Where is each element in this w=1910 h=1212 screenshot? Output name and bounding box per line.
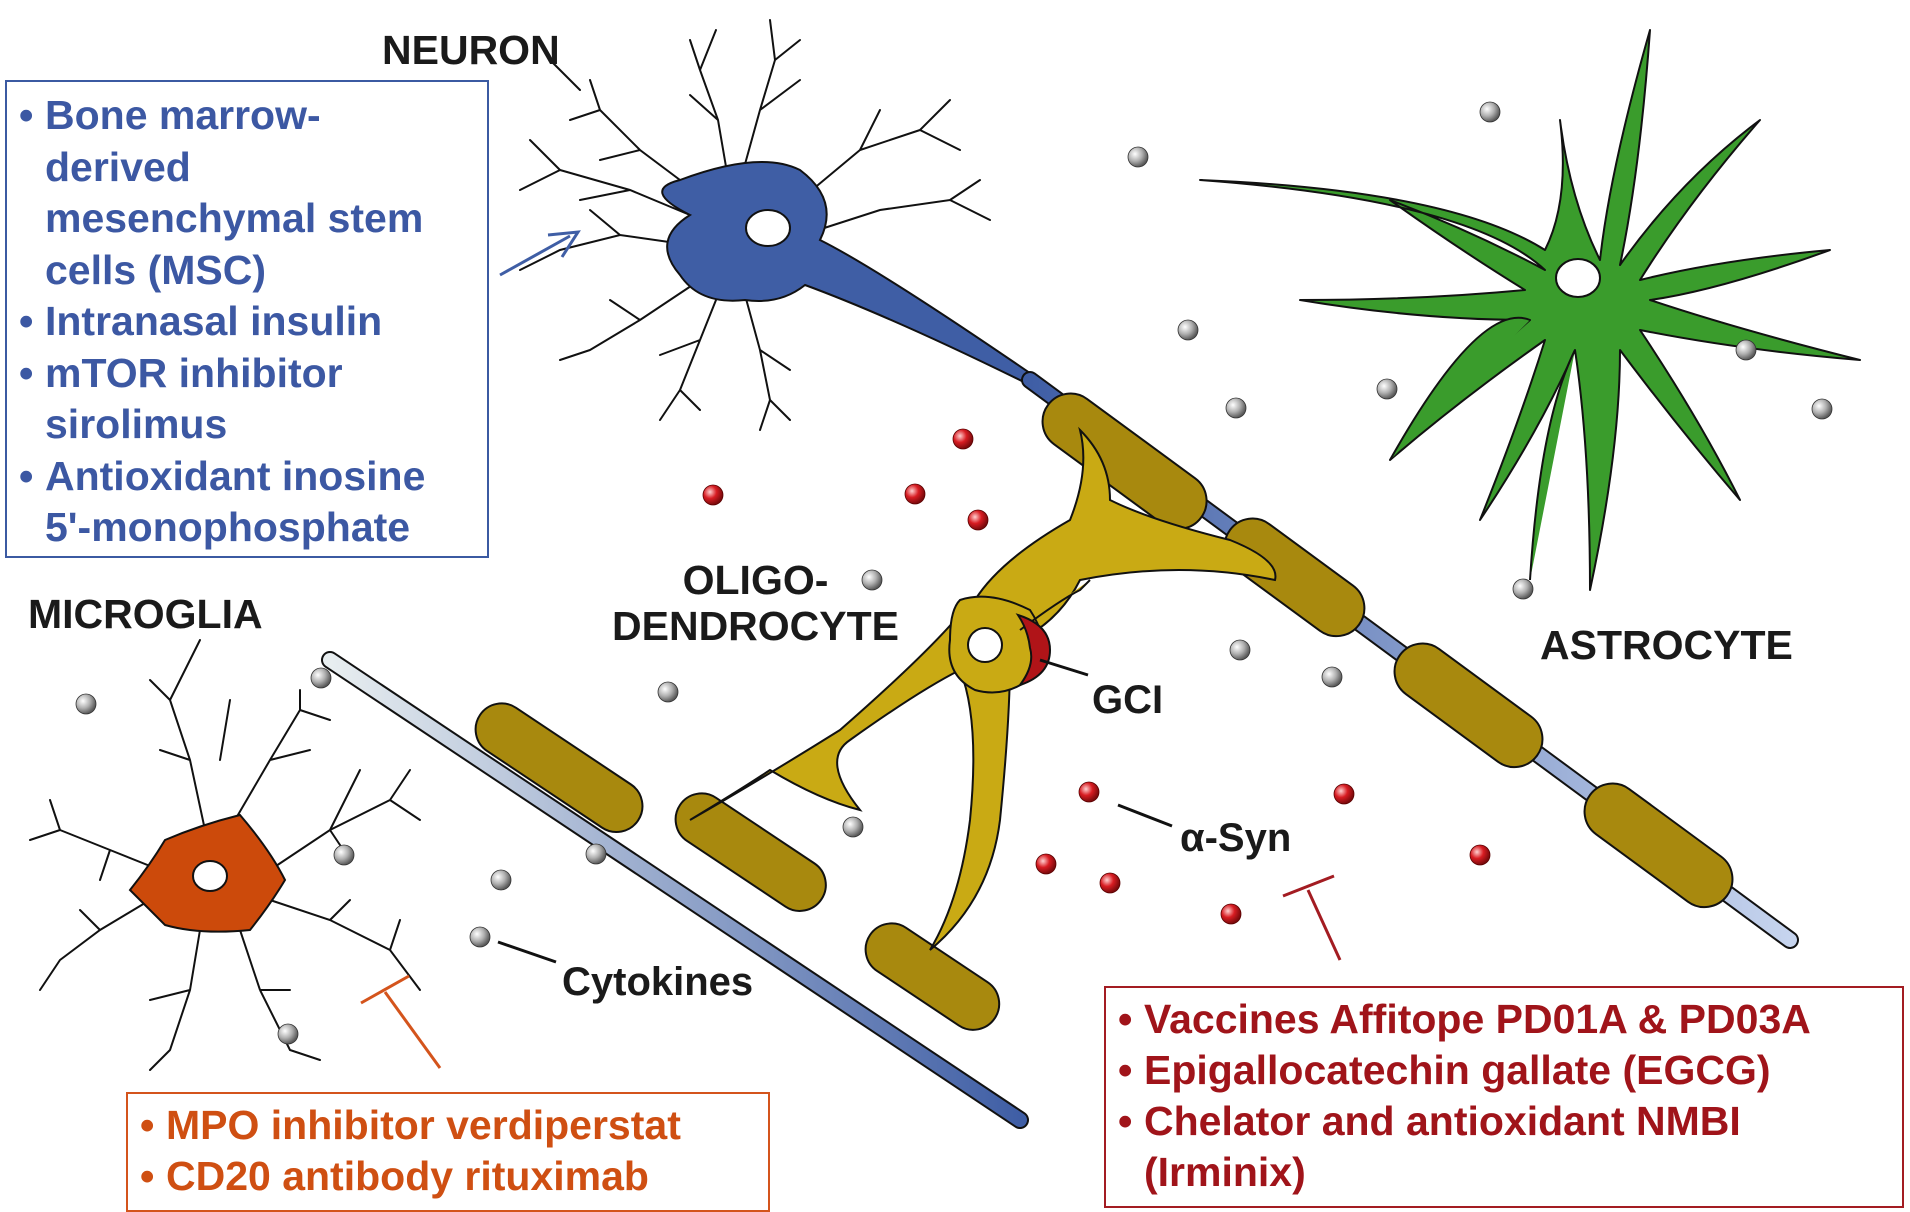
alpha-syn-label: α-Syn bbox=[1180, 816, 1292, 860]
cytokine-particle bbox=[310, 667, 332, 689]
cytokine-particle bbox=[1225, 397, 1247, 419]
neuron-therapy-text: Antioxidant inosine bbox=[45, 452, 426, 499]
neuron-therapy-continuation: derived bbox=[13, 142, 481, 194]
cytokine-particle bbox=[1229, 639, 1251, 661]
myelin-segment bbox=[1223, 517, 1366, 638]
astrocyte-label: ASTROCYTE bbox=[1540, 622, 1793, 668]
neuron-therapy-continuation: 5'-monophosphate bbox=[13, 502, 481, 554]
neuron-therapy-text: derived bbox=[45, 143, 191, 190]
cytokines-pointer-line bbox=[497, 940, 557, 964]
alpha-syn-particle bbox=[1469, 844, 1491, 866]
oligodendrocyte-nucleus bbox=[967, 627, 1003, 663]
neuron-therapy-arrow bbox=[499, 230, 581, 277]
neuron-therapy-text: cells (MSC) bbox=[45, 246, 266, 293]
synuclein-therapy-item: Epigallocatechin gallate (EGCG) bbox=[1112, 1045, 1896, 1096]
cytokine-particle bbox=[657, 681, 679, 703]
alpha-syn-particle bbox=[702, 484, 724, 506]
myelin-segment bbox=[1583, 782, 1734, 909]
oligodendrocyte-label: OLIGO- DENDROCYTE bbox=[612, 557, 899, 649]
axon-lower bbox=[321, 651, 1029, 1129]
cytokine-particle bbox=[75, 693, 97, 715]
alpha-syn-particle bbox=[1099, 872, 1121, 894]
cytokine-particle bbox=[333, 844, 355, 866]
neuron-therapy-text: sirolimus bbox=[45, 401, 228, 447]
neuron-therapy-continuation: cells (MSC) bbox=[13, 245, 481, 297]
cytokine-particle bbox=[1735, 339, 1757, 361]
alpha-syn-particle bbox=[1333, 783, 1355, 805]
myelin-segment bbox=[1393, 642, 1544, 769]
neuron-soma bbox=[661, 161, 1053, 398]
neuron-therapies-box: Bone marrow- derived mesenchymal stem ce… bbox=[5, 80, 489, 558]
synuclein-therapy-item: Chelator and antioxidant NMBI bbox=[1112, 1096, 1896, 1147]
cytokine-particles bbox=[75, 101, 1833, 1045]
neuron-therapy-text: Bone marrow- bbox=[45, 92, 321, 138]
synuclein-therapy-item: Vaccines Affitope PD01A & PD03A bbox=[1112, 994, 1896, 1045]
alpha-syn-particle bbox=[904, 483, 926, 505]
neuron-therapy-text: Intranasal insulin bbox=[45, 298, 383, 344]
neuron-therapy-text: mesenchymal stem bbox=[45, 195, 424, 241]
cytokine-particle bbox=[1321, 666, 1343, 688]
neuron-label: NEURON bbox=[382, 27, 560, 73]
cytokine-particle bbox=[277, 1023, 299, 1045]
oligodendrocyte-label-line2: DENDROCYTE bbox=[612, 603, 900, 649]
synuclein-inhibition-mark bbox=[1282, 874, 1342, 961]
microglia-nucleus bbox=[192, 860, 228, 892]
cytokine-particle bbox=[861, 569, 883, 591]
myelin-segment bbox=[864, 922, 1001, 1031]
neuron-therapy-item: Bone marrow- bbox=[13, 90, 481, 142]
alpha-syn-particle bbox=[1220, 903, 1242, 925]
cytokine-particle bbox=[1512, 578, 1534, 600]
microglia-therapies-box: MPO inhibitor verdiperstat CD20 antibody… bbox=[126, 1092, 770, 1212]
gci-label: GCI bbox=[1092, 678, 1164, 722]
microglia-cell bbox=[29, 639, 421, 1071]
synuclein-therapies-box: Vaccines Affitope PD01A & PD03A Epigallo… bbox=[1104, 986, 1904, 1208]
cytokines-label: Cytokines bbox=[562, 960, 754, 1004]
alpha-syn-particle bbox=[952, 428, 974, 450]
microglia-label: MICROGLIA bbox=[28, 591, 263, 637]
alpha-syn-particle bbox=[1078, 781, 1100, 803]
cytokine-particle bbox=[1811, 398, 1833, 420]
cytokine-particle bbox=[1376, 378, 1398, 400]
neuron-therapy-item: Antioxidant inosine bbox=[13, 451, 481, 503]
cytokine-particle bbox=[1127, 146, 1149, 168]
cytokine-particle bbox=[1177, 319, 1199, 341]
neuron-therapy-continuation: sirolimus bbox=[13, 399, 481, 451]
myelin-segment bbox=[474, 702, 644, 833]
cytokine-particle bbox=[842, 816, 864, 838]
neuron-cell bbox=[519, 19, 1053, 431]
astrocyte-nucleus bbox=[1555, 258, 1601, 298]
astrocyte-cell bbox=[1199, 29, 1861, 591]
myelin-sheaths bbox=[474, 392, 1734, 1031]
gci-inclusion bbox=[1015, 613, 1052, 687]
alpha-syn-particles bbox=[702, 428, 1491, 925]
gci-pointer-line bbox=[1039, 658, 1089, 677]
alpha-syn-pointer-line bbox=[1117, 803, 1173, 828]
neuron-therapy-item: mTOR inhibitor bbox=[13, 348, 481, 400]
neuron-dendrites bbox=[519, 19, 991, 431]
neuron-nucleus bbox=[745, 209, 791, 247]
cytokine-particle bbox=[490, 869, 512, 891]
microglia-therapy-item: MPO inhibitor verdiperstat bbox=[134, 1100, 762, 1151]
alpha-syn-particle bbox=[967, 509, 989, 531]
cytokine-particle bbox=[469, 926, 491, 948]
synuclein-therapy-continuation: (Irminix) bbox=[1144, 1149, 1306, 1195]
cytokine-particle bbox=[585, 843, 607, 865]
neuron-therapy-continuation: mesenchymal stem bbox=[13, 193, 481, 245]
neuron-therapy-item: Intranasal insulin bbox=[13, 296, 481, 348]
oligodendrocyte-label-line1: OLIGO- bbox=[682, 557, 829, 603]
neuron-therapy-text: 5'-monophosphate bbox=[45, 504, 411, 550]
neuron-therapy-text: mTOR inhibitor bbox=[45, 349, 343, 396]
microglia-inhibition-mark bbox=[360, 974, 442, 1069]
alpha-syn-particle bbox=[1035, 853, 1057, 875]
microglia-therapy-item: CD20 antibody rituximab bbox=[134, 1151, 762, 1202]
cytokine-particle bbox=[1479, 101, 1501, 123]
